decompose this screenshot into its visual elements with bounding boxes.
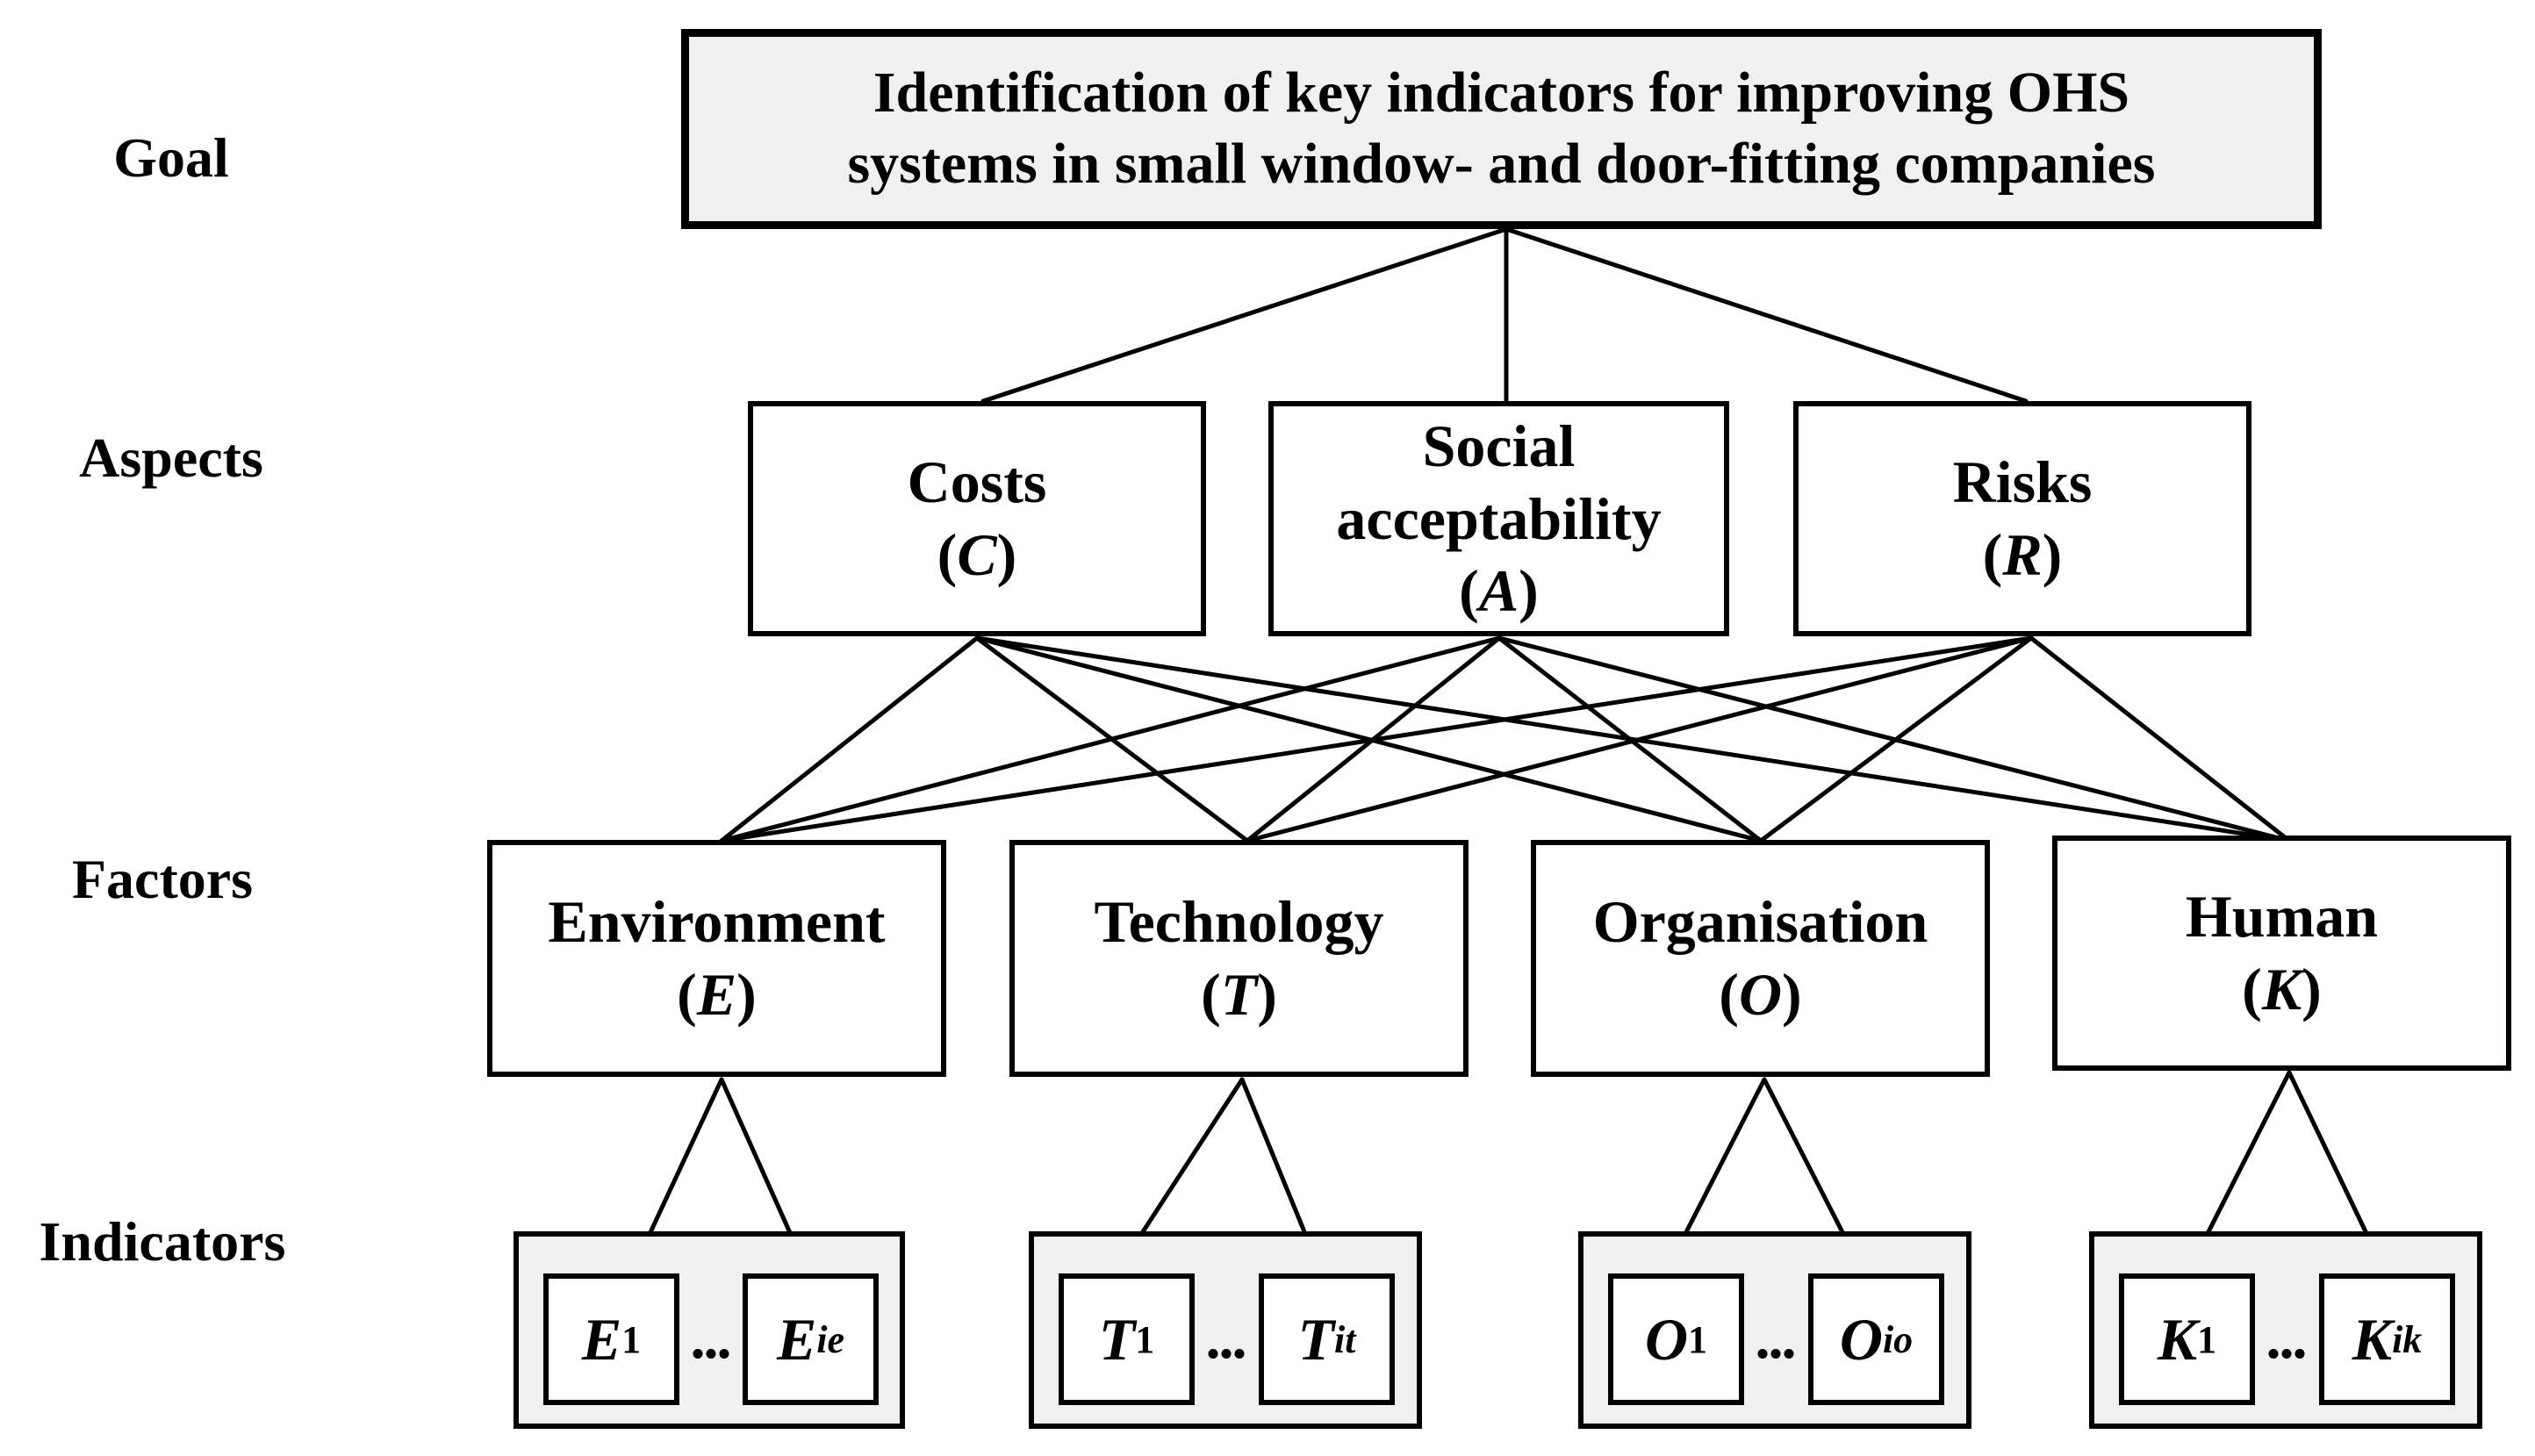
aspect-symbol-line: (A) — [1459, 557, 1539, 625]
factor-symbol: T — [1220, 961, 1258, 1028]
factor-symbol-line: (K) — [2242, 956, 2322, 1022]
level-label-aspects: Aspects — [79, 427, 263, 489]
factor-name: Human — [2185, 883, 2379, 950]
factor-box-environment: Environment (E) — [487, 840, 946, 1077]
link-risks-technology — [1245, 635, 2034, 843]
goal-line-2: systems in small window- and door-fittin… — [847, 132, 2156, 196]
factor-symbol: K — [2261, 956, 2302, 1022]
factor-box-organisation: Organisation (O) — [1531, 840, 1990, 1077]
factor-box-human: Human (K) — [2052, 836, 2511, 1071]
aspect-symbol: A — [1478, 557, 1519, 625]
goal-box: Identification of key indicators for imp… — [681, 29, 2322, 229]
link-costs-environment — [719, 635, 980, 843]
aspect-name: Costs — [907, 448, 1047, 516]
indicator-ellipsis: ... — [2266, 1303, 2308, 1371]
factor-name: Technology — [1094, 888, 1384, 956]
level-label-goal: Goal — [113, 126, 229, 189]
aspect-name-line-2: acceptability — [1336, 484, 1662, 552]
link-risks-human — [2029, 635, 2292, 843]
aspect-name-line-1: Social — [1422, 412, 1576, 479]
factor-box-technology: Technology (T) — [1009, 840, 1469, 1077]
level-label-indicators: Indicators — [39, 1210, 286, 1273]
factor-name: Organisation — [1592, 888, 1928, 956]
aspect-symbol-line: (R) — [1982, 521, 2063, 588]
aspect-symbol: R — [2002, 521, 2043, 588]
indicator-ellipsis: ... — [1205, 1303, 1247, 1371]
aspect-box-risks: Risks (R) — [1793, 401, 2251, 636]
factor-name: Environment — [548, 888, 886, 956]
factor-symbol-line: (T) — [1201, 961, 1277, 1028]
indicator-ellipsis: ... — [690, 1303, 732, 1371]
link-social-environment — [719, 635, 1502, 843]
aspect-name: Risks — [1952, 448, 2093, 516]
factor-symbol-line: (O) — [1719, 961, 1802, 1028]
link-risks-environment — [719, 635, 2034, 843]
factor-symbol: E — [696, 961, 737, 1028]
link-risks-organisation — [1758, 635, 2034, 843]
level-label-factors: Factors — [71, 848, 254, 910]
link-social-organisation — [1497, 635, 1763, 843]
factor-symbol: O — [1738, 961, 1783, 1028]
aspect-box-social-acceptability: Social acceptability (A) — [1268, 401, 1729, 636]
factor-symbol-line: (E) — [677, 961, 757, 1028]
aspect-box-costs: Costs (C) — [748, 401, 1206, 636]
goal-line-1: Identification of key indicators for imp… — [873, 61, 2130, 126]
link-goal-costs — [980, 226, 1509, 404]
link-goal-risks — [1504, 226, 2029, 404]
aspect-symbol: C — [957, 521, 997, 588]
aspect-symbol-line: (C) — [937, 521, 1017, 588]
indicator-ellipsis: ... — [1755, 1303, 1797, 1371]
